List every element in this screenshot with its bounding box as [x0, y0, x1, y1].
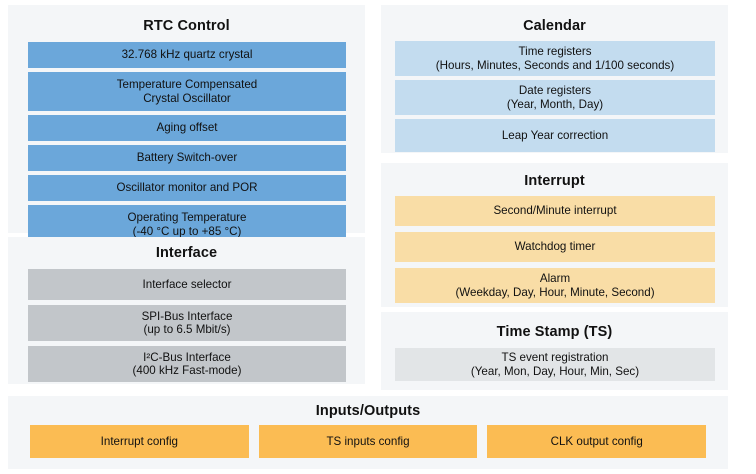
interface-item-spi-bus-line2: (up to 6.5 Mbit/s)	[143, 323, 231, 336]
interface-item-i2c-bus: I²C-Bus Interface (400 kHz Fast-mode)	[28, 346, 346, 382]
rtc-item-quartz-crystal-line1: 32.768 kHz quartz crystal	[121, 48, 253, 62]
rtc-item-operating-temperature-line2: (-40 °C up to +85 °C)	[132, 224, 242, 238]
time-stamp-item-event-registration: TS event registration (Year, Mon, Day, H…	[395, 348, 715, 381]
time-stamp-item-event-registration-line1: TS event registration	[501, 351, 609, 365]
inputs-outputs-item-list: Interrupt config TS inputs config CLK ou…	[30, 425, 707, 458]
calendar-item-time-registers-line1: Time registers	[518, 45, 592, 59]
inputs-outputs-title: Inputs/Outputs	[315, 403, 421, 419]
interrupt-item-watchdog-timer: Watchdog timer	[395, 232, 715, 262]
rtc-item-aging-offset-line1: Aging offset	[156, 121, 218, 135]
io-item-clk-output-config: CLK output config	[487, 425, 707, 458]
rtc-item-battery-switchover: Battery Switch-over	[28, 145, 346, 171]
rtc-item-operating-temperature-line1: Operating Temperature	[127, 211, 247, 225]
rtc-item-tcxo: Temperature Compensated Crystal Oscillat…	[28, 72, 346, 111]
rtc-item-tcxo-line2: Crystal Oscillator	[143, 91, 231, 105]
panel-time-stamp: Time Stamp (TS) TS event registration (Y…	[381, 312, 728, 390]
calendar-item-time-registers: Time registers (Hours, Minutes, Seconds …	[395, 41, 715, 76]
interface-title: Interface	[155, 245, 218, 261]
interrupt-title: Interrupt	[524, 173, 585, 189]
io-item-ts-inputs-config: TS inputs config	[258, 425, 478, 458]
interrupt-item-alarm-line2: (Weekday, Day, Hour, Minute, Second)	[455, 285, 655, 299]
interrupt-item-alarm: Alarm (Weekday, Day, Hour, Minute, Secon…	[395, 268, 715, 303]
rtc-item-aging-offset: Aging offset	[28, 115, 346, 141]
rtc-item-quartz-crystal: 32.768 kHz quartz crystal	[28, 42, 346, 68]
calendar-title: Calendar	[523, 18, 586, 34]
calendar-item-leap-year: Leap Year correction	[395, 119, 715, 152]
interface-item-list: Interface selector SPI-Bus Interface (up…	[28, 269, 346, 387]
time-stamp-title: Time Stamp (TS)	[496, 324, 613, 340]
rtc-control-title: RTC Control	[143, 18, 230, 34]
interface-item-spi-bus: SPI-Bus Interface (up to 6.5 Mbit/s)	[28, 305, 346, 341]
interface-item-selector: Interface selector	[28, 269, 346, 300]
time-stamp-item-list: TS event registration (Year, Mon, Day, H…	[395, 348, 715, 381]
interrupt-item-second-minute-line1: Second/Minute interrupt	[493, 204, 617, 218]
io-item-interrupt-config: Interrupt config	[30, 425, 249, 458]
io-item-interrupt-config-line1: Interrupt config	[100, 434, 178, 448]
interface-item-selector-line1: Interface selector	[142, 277, 232, 291]
calendar-item-date-registers: Date registers (Year, Month, Day)	[395, 80, 715, 115]
panel-calendar: Calendar Time registers (Hours, Minutes,…	[381, 5, 728, 153]
calendar-item-date-registers-line1: Date registers	[518, 84, 592, 98]
interface-item-spi-bus-line1: SPI-Bus Interface	[141, 309, 233, 323]
calendar-item-date-registers-line2: (Year, Month, Day)	[506, 97, 604, 111]
interrupt-item-watchdog-timer-line1: Watchdog timer	[514, 240, 596, 254]
calendar-item-time-registers-line2: (Hours, Minutes, Seconds and 1/100 secon…	[435, 58, 675, 72]
interrupt-item-second-minute: Second/Minute interrupt	[395, 196, 715, 226]
panel-interrupt: Interrupt Second/Minute interrupt Watchd…	[381, 163, 728, 307]
interface-item-i2c-bus-line1: I²C-Bus Interface	[143, 350, 231, 364]
rtc-item-oscillator-monitor-por-line1: Oscillator monitor and POR	[116, 181, 258, 195]
rtc-control-item-list: 32.768 kHz quartz crystal Temperature Co…	[28, 42, 346, 248]
io-item-ts-inputs-config-line1: TS inputs config	[326, 434, 410, 448]
rtc-item-oscillator-monitor-por: Oscillator monitor and POR	[28, 175, 346, 201]
panel-inputs-outputs: Inputs/Outputs Interrupt config TS input…	[8, 396, 728, 469]
io-item-clk-output-config-line1: CLK output config	[550, 434, 643, 448]
interrupt-item-list: Second/Minute interrupt Watchdog timer A…	[395, 196, 715, 309]
interrupt-item-alarm-line1: Alarm	[539, 272, 571, 286]
calendar-item-list: Time registers (Hours, Minutes, Seconds …	[395, 41, 715, 156]
interface-item-i2c-bus-line2: (400 kHz Fast-mode)	[132, 364, 242, 377]
time-stamp-item-event-registration-line2: (Year, Mon, Day, Hour, Min, Sec)	[470, 364, 640, 378]
calendar-item-leap-year-line1: Leap Year correction	[501, 128, 609, 142]
panel-interface: Interface Interface selector SPI-Bus Int…	[8, 237, 365, 384]
rtc-item-tcxo-line1: Temperature Compensated	[116, 78, 258, 92]
panel-rtc-control: RTC Control 32.768 kHz quartz crystal Te…	[8, 5, 365, 244]
rtc-item-battery-switchover-line1: Battery Switch-over	[136, 151, 238, 165]
